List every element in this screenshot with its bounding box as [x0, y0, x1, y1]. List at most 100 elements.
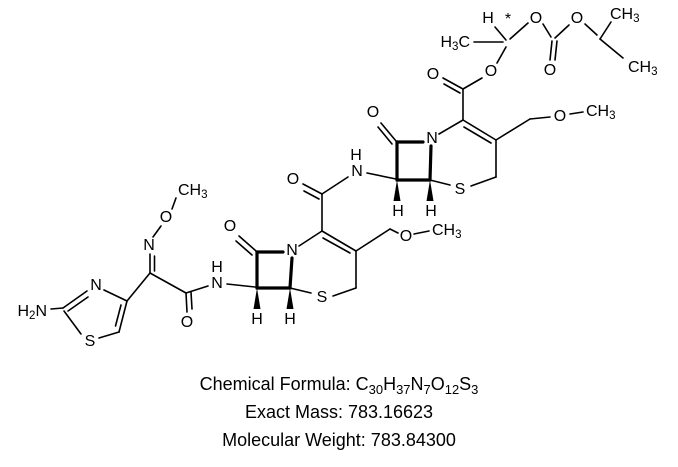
bond [126, 272, 151, 302]
wedge-bond [253, 288, 261, 309]
stereo-hydrogen-upper-left-label: H [392, 203, 404, 220]
bond [103, 289, 128, 302]
bond [542, 23, 552, 38]
bond [429, 179, 451, 186]
imino-nitrogen-label: N [143, 237, 155, 254]
bond [114, 304, 122, 327]
molecular-weight-line: Molecular Weight: 783.84300 [222, 430, 456, 450]
molecule-bonds [50, 21, 624, 339]
bond [98, 331, 120, 339]
amide-nh-hydrogen-left-label: H [211, 259, 223, 276]
bond [380, 122, 397, 142]
ring-nitrogen-upper-label: N [426, 130, 438, 147]
amino-group-label: H2N [17, 303, 47, 323]
bond [495, 118, 531, 141]
methoxy-methyl-upper-label: CH3 [586, 103, 616, 123]
bond [549, 40, 553, 61]
bond [321, 230, 357, 252]
bond [185, 285, 209, 294]
bond [321, 176, 349, 195]
acetal-hydrogen-label: H [482, 10, 494, 27]
bold-bond [428, 144, 433, 182]
amide-carbonyl-oxygen-middle-label: O [287, 171, 299, 188]
stereo-hydrogen-upper-right-label: H [425, 203, 437, 220]
bond [238, 235, 257, 252]
bond [389, 228, 399, 234]
amide-carbonyl-oxygen-left-label: O [181, 314, 193, 331]
ester-oxygen-label: O [485, 63, 497, 80]
carbonate-oxygen-right-label: O [571, 10, 583, 27]
bond [470, 176, 497, 187]
thiazole-nitrogen-label: N [90, 277, 102, 294]
bond [62, 290, 88, 309]
chemical-formula-line: Chemical Formula: C30H37N7O12S3 [200, 374, 479, 397]
bond [494, 26, 507, 41]
amide-nitrogen-upper-label: N [351, 163, 363, 180]
bond [438, 119, 464, 135]
bond [462, 119, 497, 141]
stereo-hydrogen-lower-left-label: H [251, 311, 263, 328]
bond [118, 300, 128, 333]
ester-carbonyl-oxygen-label: O [427, 66, 439, 83]
thiazole-sulfur-label: S [85, 333, 96, 350]
bond [355, 228, 391, 252]
bond [190, 291, 193, 310]
bond [569, 111, 584, 115]
bond [322, 237, 351, 254]
methoxyimino-oxygen-label: O [160, 209, 172, 226]
bond [463, 126, 492, 144]
bond [462, 77, 483, 90]
methoxyimino-methyl-label: CH3 [178, 182, 208, 202]
bond [67, 296, 89, 312]
bold-bond [288, 256, 294, 290]
ring-sulfur-upper-label: S [455, 181, 466, 198]
bond [584, 23, 598, 36]
carbonate-carbonyl-oxygen-label: O [544, 62, 556, 79]
beta-lactam-bold-bonds [255, 140, 433, 290]
bond [413, 230, 430, 235]
bond [377, 126, 393, 145]
bond [149, 272, 187, 294]
amide-nh-hydrogen-upper-label: H [350, 147, 362, 164]
bond [152, 225, 162, 238]
exact-mass-line: Exact Mass: 783.16623 [245, 402, 433, 422]
bond [599, 21, 612, 40]
bond [366, 172, 397, 180]
carbonate-oxygen-left-label: O [530, 10, 542, 27]
lactam-carbonyl-oxygen-upper-label: O [367, 104, 379, 121]
stereo-hydrogen-lower-right-label: H [284, 311, 296, 328]
bond [554, 24, 570, 39]
acetal-methyl-label: H3C [440, 34, 470, 54]
bond [235, 240, 253, 256]
bond [443, 83, 461, 94]
ring-sulfur-lower-label: S [317, 289, 328, 306]
bond [63, 310, 82, 335]
bond [303, 190, 320, 200]
stereocenter-asterisk: * [505, 11, 511, 28]
wedge-bond [426, 180, 434, 201]
bond [171, 197, 177, 210]
bond [289, 287, 312, 294]
bond [496, 46, 507, 64]
bond [332, 287, 357, 297]
bond [599, 38, 624, 59]
ether-oxygen-lower-label: O [400, 228, 412, 245]
bond [442, 77, 464, 90]
wedge-bond [286, 288, 294, 309]
ether-oxygen-upper-label: O [554, 108, 566, 125]
bond [302, 183, 323, 195]
bond [50, 307, 64, 310]
bond [298, 230, 323, 247]
bond [509, 22, 529, 40]
isopropyl-methyl-top-label: CH3 [610, 6, 640, 26]
bond [529, 116, 551, 120]
bond [554, 40, 558, 61]
bond [226, 283, 256, 288]
methoxy-methyl-lower-label: CH3 [432, 222, 462, 242]
wedge-bond [393, 180, 401, 201]
lactam-carbonyl-oxygen-lower-label: O [224, 218, 236, 235]
